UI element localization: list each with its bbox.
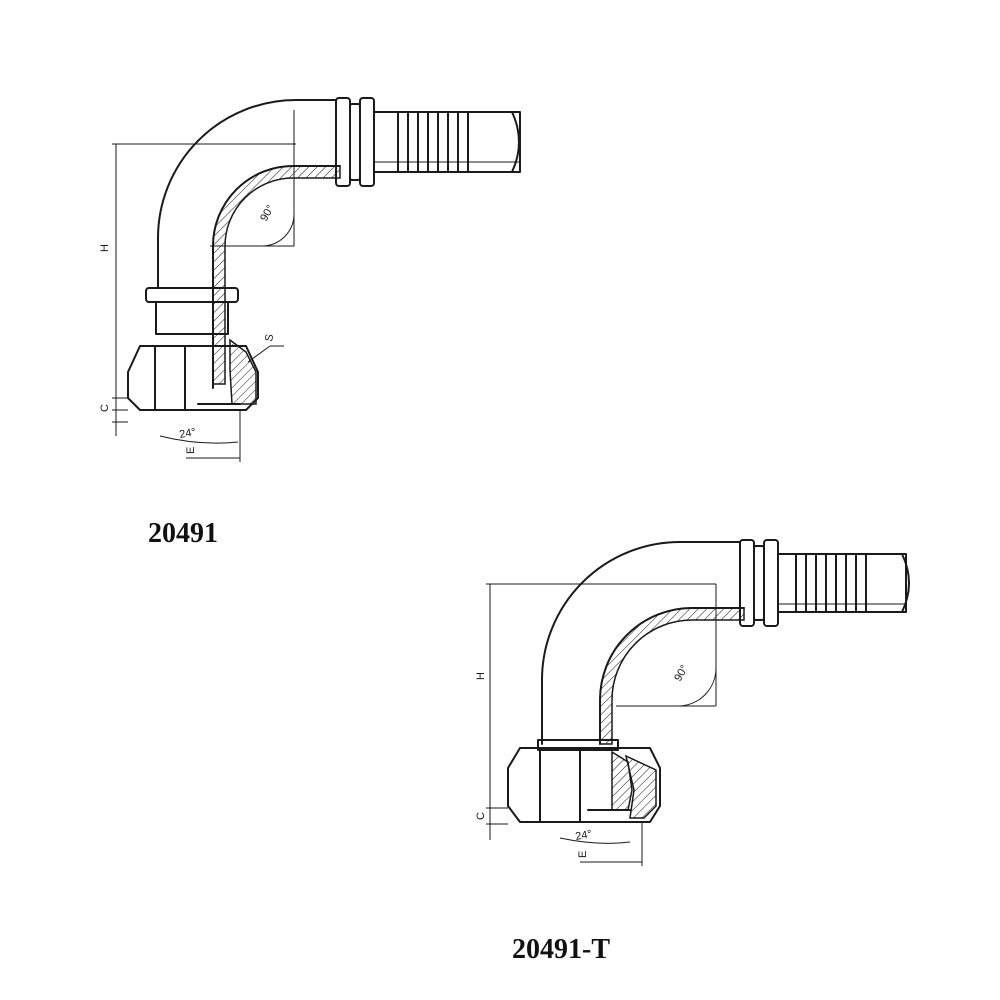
neck — [155, 301, 229, 335]
caption-20491: 20491 — [148, 518, 218, 549]
s-leader — [247, 345, 271, 363]
label-h: H — [99, 244, 111, 252]
elbow-section-wall — [599, 607, 745, 745]
caption-20491-t: 20491-T — [512, 934, 610, 965]
hose-tail — [777, 553, 907, 613]
barbs — [397, 111, 469, 173]
cone-seat-section — [611, 750, 633, 811]
label-h: H — [475, 672, 487, 680]
elbow-section-wall — [212, 165, 341, 385]
label-seat-angle: 24° — [574, 828, 592, 843]
barbs — [795, 553, 867, 613]
label-e: E — [185, 447, 197, 454]
label-c: C — [475, 812, 487, 820]
label-s: S — [263, 333, 276, 342]
label-c: C — [99, 404, 111, 412]
label-bend-angle: 90° — [258, 203, 277, 223]
elbow-outer-contour — [157, 99, 337, 289]
collar-ring — [359, 97, 375, 187]
tail-tip — [883, 553, 910, 613]
cone-seat-section — [229, 338, 257, 405]
collar-ring — [349, 103, 361, 181]
angle-90-arc — [261, 213, 295, 247]
angle-24-arc — [159, 435, 239, 444]
neck — [537, 739, 619, 751]
angle-90-arc — [677, 667, 717, 707]
fitting-20491-drawing: H C E S 24° 90° — [99, 97, 521, 462]
hex-nut — [127, 345, 259, 411]
fitting-20491-t-drawing: H C E 24° 90° — [475, 539, 910, 866]
label-bend-angle: 90° — [672, 663, 691, 683]
collar-ring — [763, 539, 779, 627]
tail-tip — [489, 111, 520, 173]
label-seat-angle: 24° — [178, 426, 196, 441]
hex-nut — [507, 747, 661, 823]
angle-24-arc — [559, 837, 631, 844]
nut-section — [624, 754, 657, 819]
collar-ring — [753, 545, 765, 621]
label-e: E — [577, 851, 589, 858]
elbow-outer-contour — [541, 541, 741, 745]
